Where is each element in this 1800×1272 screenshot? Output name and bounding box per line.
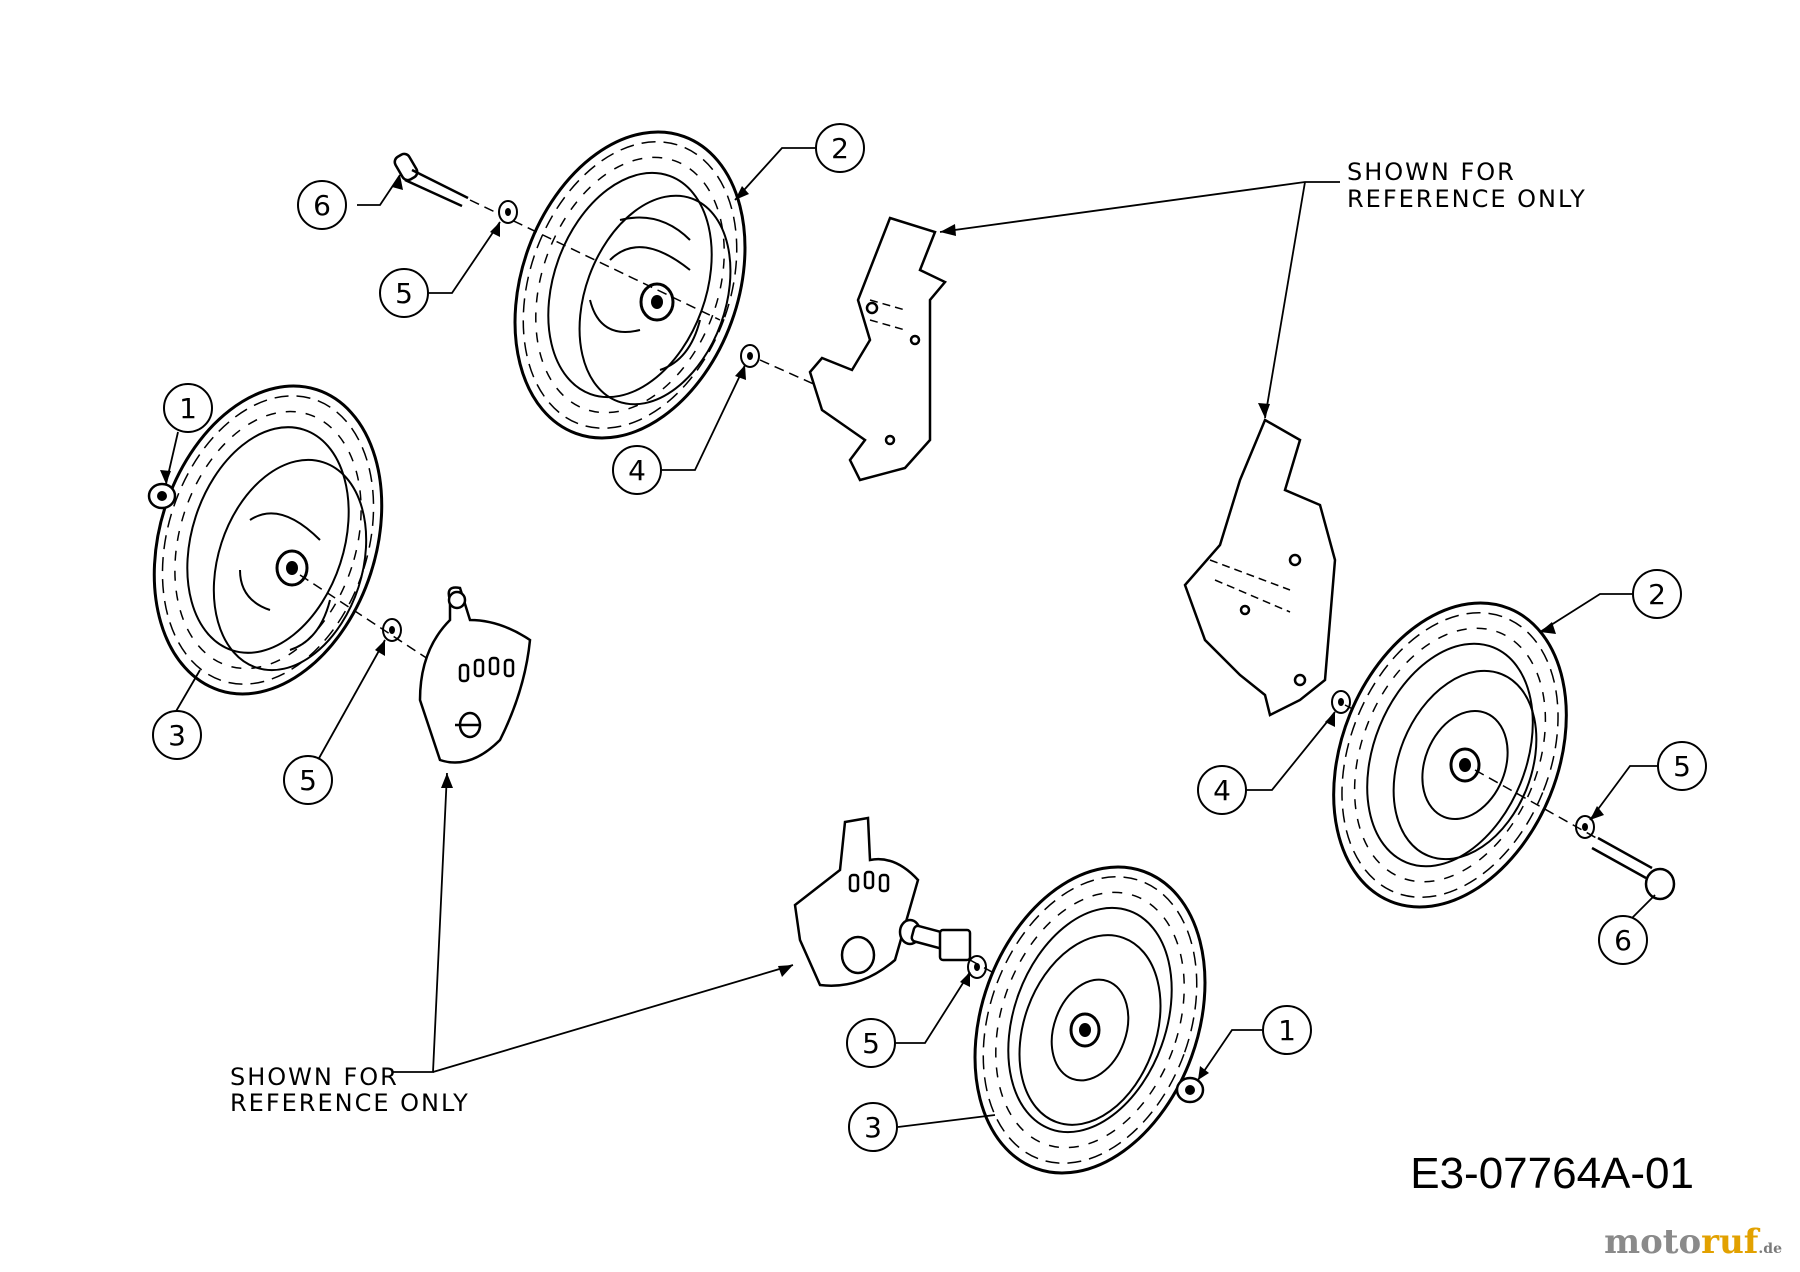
reference-note-top-line2: REFERENCE ONLY [1347,185,1587,213]
callout-6-top: 6 [313,189,331,222]
wheel-top [472,98,788,472]
axle-bolt-right [1591,836,1676,901]
callout-6-right: 6 [1614,924,1632,957]
callout-1-left: 1 [179,392,197,425]
watermark-logo: motoruf.de [1604,1222,1782,1262]
reference-note-bottom-line1: SHOWN FOR [230,1063,399,1091]
bracket-top [808,216,947,482]
wheel-bottom [932,833,1248,1207]
axle-bolt-top [393,152,721,321]
callout-circles [152,123,1707,1152]
reference-note-top-line1: SHOWN FOR [1347,158,1516,186]
bracket-right [1183,418,1337,717]
callout-5-right: 5 [1673,750,1691,783]
wheel-left [114,354,422,726]
nut-bottom [1175,1076,1205,1104]
callout-1-bottom: 1 [1278,1014,1296,1047]
callout-3-left: 3 [168,719,186,752]
washer-left-5 [382,618,402,642]
arrowheads [160,175,1604,1080]
drawing-number: E3-07764A-01 [1410,1149,1694,1198]
callout-4-right: 4 [1213,774,1231,807]
callout-4-top: 4 [628,454,646,487]
callout-5-top: 5 [395,277,413,310]
leader-lines [165,147,1660,1128]
nut-left [147,482,177,510]
wheel-right [1289,566,1611,944]
washer-top-4 [740,344,760,368]
height-adjuster-bottom [793,816,972,987]
washer-right-4 [1331,690,1351,714]
callout-2-top: 2 [831,132,849,165]
reference-note-bottom-line2: REFERENCE ONLY [230,1089,470,1117]
callout-3-bottom: 3 [864,1111,882,1144]
washer-bottom-5 [967,955,987,979]
callout-5-left: 5 [299,764,317,797]
callout-5-bottom: 5 [862,1027,880,1060]
height-adjuster-left [418,586,532,764]
washer-top-5 [498,200,518,224]
callout-2-right: 2 [1648,578,1666,611]
